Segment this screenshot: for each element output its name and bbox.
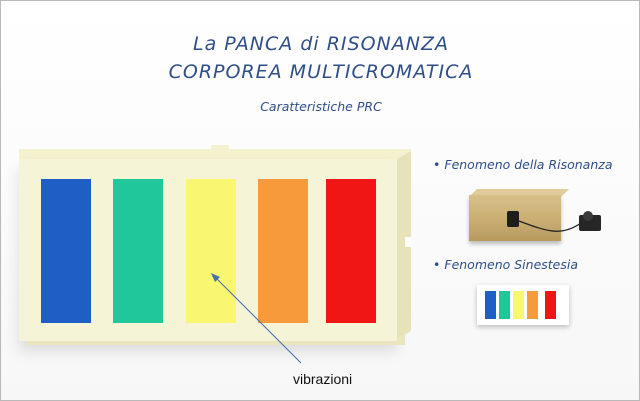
bench-top: [19, 149, 411, 161]
amplifier-knob: [583, 211, 593, 221]
bullet-dot: •: [433, 257, 441, 272]
mini-bar-red: [545, 291, 556, 319]
bench-side-notch: [405, 237, 411, 247]
bench-side: [397, 151, 411, 339]
mini-bar-orange: [527, 291, 538, 319]
mini-bar-yellow: [513, 291, 524, 319]
mini-color-panel: [477, 285, 569, 325]
speaker-icon: [507, 211, 519, 227]
bullet-dot: •: [433, 157, 441, 172]
color-bar-blue: [41, 179, 91, 323]
color-bar-yellow: [186, 179, 236, 323]
mini-bar-blue: [485, 291, 496, 319]
color-bar-orange: [258, 179, 308, 323]
vibrazioni-label: vibrazioni: [293, 371, 353, 387]
title-line-1: La PANCA di RISONANZA: [193, 33, 449, 55]
color-bar-red: [326, 179, 376, 323]
mini-bar-green: [499, 291, 510, 319]
bullet-risonanza-text: Fenomeno della Risonanza: [444, 157, 613, 172]
bullet-sinestesia: •Fenomeno Sinestesia: [433, 257, 578, 272]
bullet-risonanza: •Fenomeno della Risonanza: [433, 157, 612, 172]
bullet-sinestesia-text: Fenomeno Sinestesia: [444, 257, 579, 272]
wood-block-top: [469, 189, 569, 197]
color-bar-green: [113, 179, 163, 323]
subtitle: Caratteristiche PRC: [260, 99, 382, 114]
title-line-2: CORPOREA MULTICROMATICA: [168, 61, 474, 83]
